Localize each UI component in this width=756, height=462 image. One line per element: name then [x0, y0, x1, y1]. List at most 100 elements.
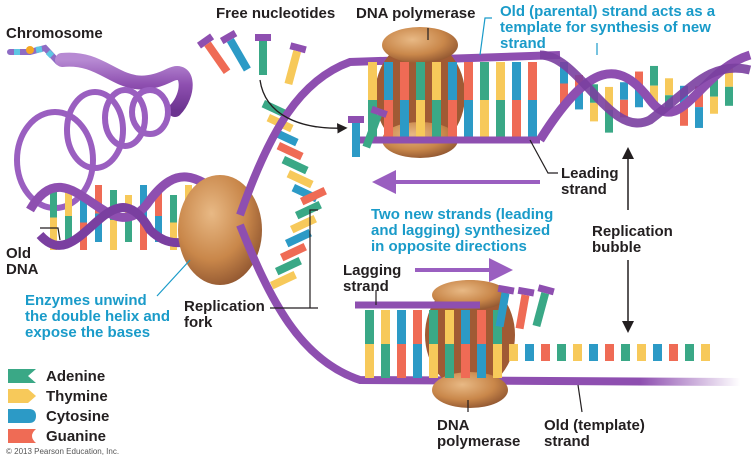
base-bar	[170, 195, 177, 223]
base-bar	[429, 310, 438, 344]
base-bar	[448, 62, 457, 100]
label-two-new-strands: Two new strands (leading and lagging) sy…	[371, 206, 554, 255]
free-nucleotides	[196, 30, 555, 330]
base-bar	[512, 100, 521, 138]
base-bar	[65, 216, 72, 242]
base-bar	[140, 185, 147, 218]
legend-item-thymine: Thymine	[8, 387, 108, 405]
base-bar	[635, 71, 643, 90]
base-bar	[725, 67, 733, 87]
legend-item-adenine: Adenine	[8, 367, 105, 385]
base-bar	[290, 215, 317, 234]
legend-label: Cytosine	[46, 407, 110, 425]
base-bar	[525, 344, 534, 361]
base-bar	[295, 201, 322, 220]
dna-polymerase-top-cap	[382, 27, 458, 63]
free-nucleotide	[362, 105, 388, 149]
base-bar	[397, 310, 406, 344]
base-bar	[725, 86, 733, 106]
base-bar	[50, 185, 57, 218]
base-bar	[270, 271, 297, 290]
base-bar	[605, 86, 613, 110]
base-bar	[285, 229, 312, 248]
base-bar	[416, 62, 425, 100]
base-bar	[560, 83, 568, 105]
free-nucleotide	[255, 34, 271, 75]
base-bar	[605, 109, 613, 133]
base-bar	[560, 62, 568, 84]
base-bar	[461, 344, 470, 378]
free-nucleotide	[284, 42, 307, 86]
base-bar	[281, 156, 309, 175]
nucleotide-leader-arrow	[259, 79, 348, 134]
base-bar	[400, 62, 409, 100]
base-bar	[416, 100, 425, 138]
base-bar	[541, 344, 550, 361]
base-bar	[95, 213, 102, 242]
label-old-template-strand: Old (template) strand	[544, 417, 645, 450]
base-bar	[573, 344, 582, 361]
base-bar	[461, 310, 470, 344]
free-nucleotide	[196, 33, 231, 75]
base-bar	[680, 105, 688, 126]
base-bar	[590, 102, 598, 122]
base-bar	[653, 344, 662, 361]
base-bar	[280, 243, 307, 262]
base-bar	[170, 222, 177, 250]
legend-label: Thymine	[46, 387, 108, 405]
label-old-dna: Old DNA	[6, 245, 39, 278]
base-bar	[480, 100, 489, 138]
adenine-swatch-icon	[8, 369, 36, 383]
base-bar	[464, 62, 473, 100]
label-dna-polymerase-bottom: DNA polymerase	[437, 417, 521, 450]
dna-polymerase-bottom-base	[432, 372, 508, 408]
base-bar	[445, 344, 454, 378]
base-bar	[384, 100, 393, 138]
base-bar	[125, 218, 132, 242]
legend-label: Adenine	[46, 367, 106, 385]
base-bar	[635, 89, 643, 108]
base-bar	[669, 344, 678, 361]
base-bar	[589, 344, 598, 361]
free-nucleotide	[515, 286, 535, 330]
free-nucleotide	[219, 30, 251, 72]
leader-line	[529, 139, 558, 174]
base-bar	[65, 190, 72, 216]
base-bar	[496, 62, 505, 100]
base-bar	[528, 62, 537, 100]
label-leading-strand: Leading strand	[561, 165, 619, 198]
base-bar	[528, 100, 537, 138]
base-bar	[477, 344, 486, 378]
cytosine-swatch-icon	[8, 409, 36, 423]
label-enzymes-unwind: Enzymes unwind the double helix and expo…	[25, 292, 171, 341]
base-bar	[368, 62, 377, 100]
label-replication-fork: Replication fork	[184, 298, 265, 331]
base-bar	[95, 185, 102, 214]
base-bar	[448, 100, 457, 138]
base-bar	[110, 220, 117, 250]
base-bar	[710, 96, 718, 114]
base-bar	[400, 100, 409, 138]
base-bar	[685, 344, 694, 361]
base-bar	[432, 100, 441, 138]
base-bar	[50, 217, 57, 250]
base-bar	[480, 62, 489, 100]
base-bar	[300, 187, 327, 206]
label-chromosome: Chromosome	[6, 25, 103, 42]
base-bar	[155, 216, 162, 242]
thymine-swatch-icon	[8, 389, 36, 403]
chromosome-icon	[7, 44, 193, 117]
base-bar	[620, 82, 628, 100]
leader-line	[156, 259, 191, 297]
base-bar	[512, 62, 521, 100]
base-bar	[464, 100, 473, 138]
base-bar	[701, 344, 710, 361]
base-bar	[432, 62, 441, 100]
lagging-strand-bases	[365, 310, 710, 378]
base-bar	[381, 344, 390, 378]
base-bar	[276, 142, 304, 161]
label-lagging-strand: Lagging strand	[343, 262, 402, 295]
label-dna-polymerase-top: DNA polymerase	[356, 5, 476, 22]
base-bar	[557, 344, 566, 361]
